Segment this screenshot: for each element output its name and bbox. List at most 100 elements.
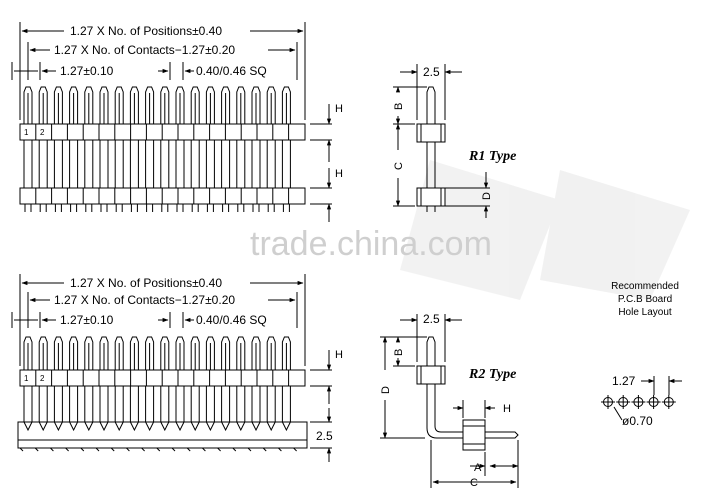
bottom-body-notch-11 xyxy=(175,421,185,432)
bottom-body-details xyxy=(18,421,307,452)
pcb-title-line-3: Hole Layout xyxy=(618,307,672,318)
r1-width-dimension: 2.5 xyxy=(423,65,440,79)
bottom-pin-upper-9 xyxy=(145,336,155,370)
top-pin-upper-11 xyxy=(175,86,185,124)
bottom-body-notch-6 xyxy=(99,421,109,432)
watermark-text: trade.china.com xyxy=(250,225,492,263)
top-pin-middle-11 xyxy=(175,140,185,188)
r2-b-label: B xyxy=(393,349,405,356)
top-pin-upper-2 xyxy=(38,86,48,124)
top-pin-upper-13 xyxy=(205,86,215,124)
top-pin-tail-9 xyxy=(146,204,154,212)
bottom-pin-lower-2 xyxy=(38,386,48,422)
bottom-body-foot-19 xyxy=(293,447,297,452)
top-pin-tail-6 xyxy=(100,204,108,212)
top-pin-tail-2 xyxy=(39,204,47,212)
bottom-pin-upper-10 xyxy=(160,336,170,370)
bottom-pin-upper-11 xyxy=(175,336,185,370)
bottom-pin-upper-18 xyxy=(281,336,291,370)
top-pin-upper-12 xyxy=(190,86,200,124)
bottom-pin-upper-3 xyxy=(53,336,63,370)
top-pin-middle-17 xyxy=(266,140,276,188)
bottom-pin-upper-5 xyxy=(84,336,94,370)
bottom-pin-lower-16 xyxy=(251,386,261,422)
pcb-pitch-dimension: 1.27 xyxy=(612,374,636,388)
bottom-body-foot-10 xyxy=(156,447,161,452)
r1-b-label: B xyxy=(393,103,405,110)
top-pin-upper-17 xyxy=(266,86,276,124)
bottom-pin-upper-16 xyxy=(251,336,261,370)
top-pin-middle-8 xyxy=(129,140,139,188)
bottom-body-notch-13 xyxy=(205,421,215,432)
top-pin-middle-16 xyxy=(251,140,261,188)
bottom-pin-upper-12 xyxy=(190,336,200,370)
r1-side-view xyxy=(393,64,490,218)
r1-c-label: C xyxy=(393,162,405,170)
bottom-body-notch-2 xyxy=(38,421,48,432)
r2-h-label: H xyxy=(503,403,511,415)
bottom-body-foot-13 xyxy=(202,447,206,452)
top-pin-upper-3 xyxy=(53,86,63,124)
bottom-body-notch-9 xyxy=(145,421,155,432)
bottom-pin-upper-13 xyxy=(205,336,215,370)
top-pin-tail-5 xyxy=(85,204,93,212)
top-pin-upper-5 xyxy=(84,86,94,124)
top-pin-tail-4 xyxy=(70,204,78,212)
bottom-body-foot-18 xyxy=(278,447,282,452)
bottom-body-notch-10 xyxy=(160,421,170,432)
bottom-body-foot-4 xyxy=(65,447,69,452)
pcb-hole-layout xyxy=(601,376,682,421)
pcb-title-line-1: Recommended xyxy=(611,281,679,292)
r2-d-label: D xyxy=(380,386,392,394)
top-pin-middle-5 xyxy=(84,140,94,188)
top-positions-dimension: 1.27 X No. of Positions±0.40 xyxy=(70,24,222,38)
bottom-body-foot-8 xyxy=(126,447,130,452)
top-pitch-dimension: 1.27±0.10 xyxy=(60,64,114,78)
bottom-pin-number-1: 1 xyxy=(24,374,29,383)
top-pin-upper-18 xyxy=(281,86,291,124)
bottom-body-notch-16 xyxy=(251,421,261,432)
bottom-pin-row xyxy=(23,336,291,422)
bottom-body-foot-7 xyxy=(110,447,115,452)
bottom-insulator-dividers xyxy=(35,370,290,386)
bottom-pin-lower-13 xyxy=(205,386,215,422)
bottom-body-foot-11 xyxy=(171,447,176,452)
top-pin-tail-8 xyxy=(130,204,138,212)
top-pin-tail-15 xyxy=(237,204,245,212)
bottom-body-notch-3 xyxy=(53,421,63,432)
top-pin-tail-3 xyxy=(54,204,62,212)
top-pin-upper-6 xyxy=(99,86,109,124)
bottom-pin-lower-7 xyxy=(114,386,124,422)
top-pin-tail-13 xyxy=(206,204,214,212)
pcb-holes xyxy=(601,395,676,409)
top-pin-middle-13 xyxy=(205,140,215,188)
bottom-body-notch-12 xyxy=(190,421,200,432)
bottom-body-notch-15 xyxy=(236,421,246,432)
top-pin-upper-7 xyxy=(114,86,124,124)
bottom-body-notch-1 xyxy=(23,421,33,432)
r2-side-view xyxy=(380,314,519,488)
top-pin-middle-2 xyxy=(38,140,48,188)
top-pin-tail-16 xyxy=(252,204,260,212)
bottom-contacts-dimension: 1.27 X No. of Contacts−1.27±0.20 xyxy=(54,293,235,307)
r2-width-dimension: 2.5 xyxy=(423,312,440,326)
bottom-body-foot-17 xyxy=(262,447,267,452)
top-pin-upper-15 xyxy=(236,86,246,124)
bottom-pin-lower-14 xyxy=(221,386,231,422)
bottom-pin-lower-10 xyxy=(160,386,170,422)
bottom-body-foot-5 xyxy=(80,447,85,452)
top-pin-row xyxy=(23,86,291,212)
pcb-hole-dimension: ø0.70 xyxy=(622,414,653,428)
top-pin-middle-18 xyxy=(281,140,291,188)
top-square-dimension: 0.40/0.46 SQ xyxy=(196,64,267,78)
bottom-pin-upper-1 xyxy=(23,336,33,370)
top-pin-tail-14 xyxy=(222,204,230,212)
top-pin-middle-10 xyxy=(160,140,170,188)
bottom-h-label: H xyxy=(335,349,343,361)
r2-type-label: R2 Type xyxy=(468,367,516,382)
top-h-label-2: H xyxy=(335,168,343,180)
bottom-body-foot-14 xyxy=(217,447,221,452)
top-front-view xyxy=(11,22,332,222)
